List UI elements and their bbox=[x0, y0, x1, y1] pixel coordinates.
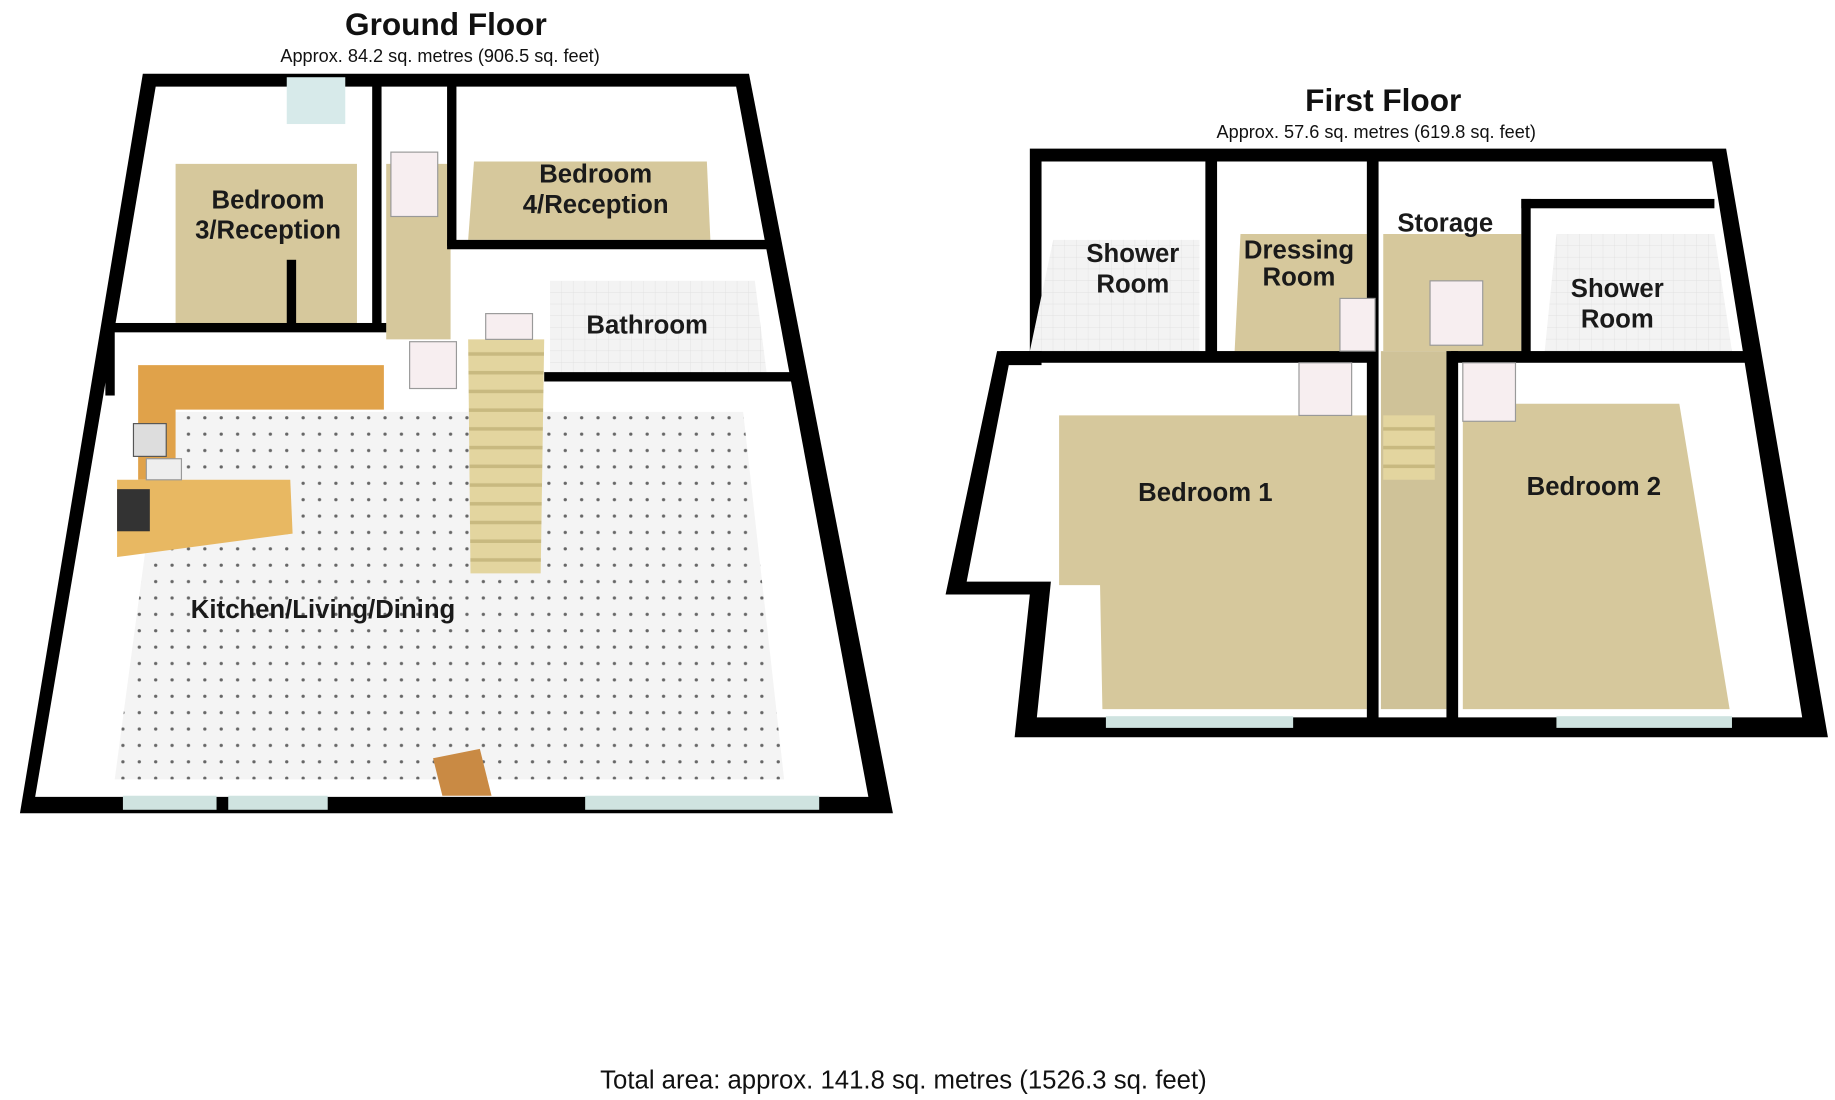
wall bbox=[1451, 351, 1756, 363]
room-label-kitchen: Kitchen/Living/Dining bbox=[191, 596, 455, 624]
wall bbox=[286, 259, 297, 326]
bedroom-4-floor bbox=[468, 161, 711, 240]
room-label-shower-room-right: Shower bbox=[1571, 275, 1664, 303]
room-label-dressing-room: Dressing bbox=[1244, 237, 1354, 265]
kitchen-counter bbox=[138, 365, 384, 480]
room-label-bathroom: Bathroom bbox=[586, 312, 708, 340]
wall bbox=[447, 239, 773, 250]
room-label-shower-room-right: Room bbox=[1581, 306, 1654, 334]
staircase[interactable] bbox=[468, 339, 545, 574]
wall bbox=[1205, 157, 1218, 357]
room-label-bedroom-3: 3/Reception bbox=[195, 217, 341, 245]
ground-floor-plan: Ground Floor Approx. 84.2 sq. metres (90… bbox=[19, 6, 893, 814]
room-label-dressing-room: Room bbox=[1263, 264, 1336, 292]
door[interactable] bbox=[1339, 297, 1376, 352]
front-door[interactable] bbox=[433, 748, 492, 796]
bedroom-1-floor bbox=[1059, 415, 1367, 710]
room-label-shower-room-left: Room bbox=[1096, 271, 1169, 299]
total-area: Total area: approx. 141.8 sq. metres (15… bbox=[600, 1066, 1207, 1094]
first-floor-area: Approx. 57.6 sq. metres (619.8 sq. feet) bbox=[1217, 122, 1536, 142]
window bbox=[1556, 716, 1732, 728]
room-label-bedroom-4: Bedroom bbox=[539, 161, 652, 189]
wall bbox=[544, 372, 796, 382]
ground-floor-area: Approx. 84.2 sq. metres (906.5 sq. feet) bbox=[280, 46, 599, 66]
room-label-bedroom-2: Bedroom 2 bbox=[1527, 473, 1661, 501]
wall bbox=[1521, 198, 1715, 209]
wall bbox=[111, 322, 387, 333]
window bbox=[228, 795, 328, 810]
wall bbox=[1000, 351, 1370, 363]
wall bbox=[1366, 157, 1379, 734]
shower-room-right-floor bbox=[1544, 234, 1732, 352]
wall bbox=[1521, 198, 1531, 357]
bedroom-3-floor bbox=[175, 163, 357, 326]
ground-floor-title: Ground Floor bbox=[345, 6, 547, 42]
first-floor-plan: First Floor Approx. 57.6 sq. metres (619… bbox=[945, 82, 1828, 738]
door[interactable] bbox=[409, 341, 458, 390]
wall bbox=[105, 325, 115, 396]
room-label-bedroom-4: 4/Reception bbox=[523, 191, 669, 219]
kitchen-island bbox=[117, 479, 293, 558]
door[interactable] bbox=[1462, 362, 1517, 422]
shower-room-left-floor bbox=[1029, 239, 1200, 352]
landing-floor bbox=[1380, 351, 1447, 710]
bathroom-floor bbox=[550, 280, 767, 373]
bedroom-2-floor bbox=[1462, 403, 1730, 710]
window bbox=[122, 795, 217, 810]
door[interactable] bbox=[1298, 362, 1353, 417]
wall bbox=[1446, 351, 1459, 734]
door[interactable] bbox=[390, 151, 439, 218]
room-label-storage: Storage bbox=[1397, 210, 1493, 238]
wall bbox=[447, 81, 457, 246]
hob-icon bbox=[132, 423, 167, 457]
window bbox=[1105, 716, 1294, 728]
room-label-shower-room-left: Shower bbox=[1086, 240, 1179, 268]
staircase[interactable] bbox=[1383, 415, 1435, 480]
first-floor-title: First Floor bbox=[1305, 82, 1461, 118]
room-label-bedroom-3: Bedroom bbox=[212, 186, 325, 214]
room-label-bedroom-1: Bedroom 1 bbox=[1138, 479, 1272, 507]
door[interactable] bbox=[1429, 280, 1484, 346]
dressing-room-floor bbox=[1234, 234, 1367, 352]
window bbox=[585, 795, 820, 810]
sink-icon bbox=[145, 458, 183, 481]
skylight bbox=[286, 77, 346, 125]
door[interactable] bbox=[485, 313, 534, 340]
oven-icon bbox=[117, 489, 150, 532]
wall bbox=[372, 81, 382, 331]
